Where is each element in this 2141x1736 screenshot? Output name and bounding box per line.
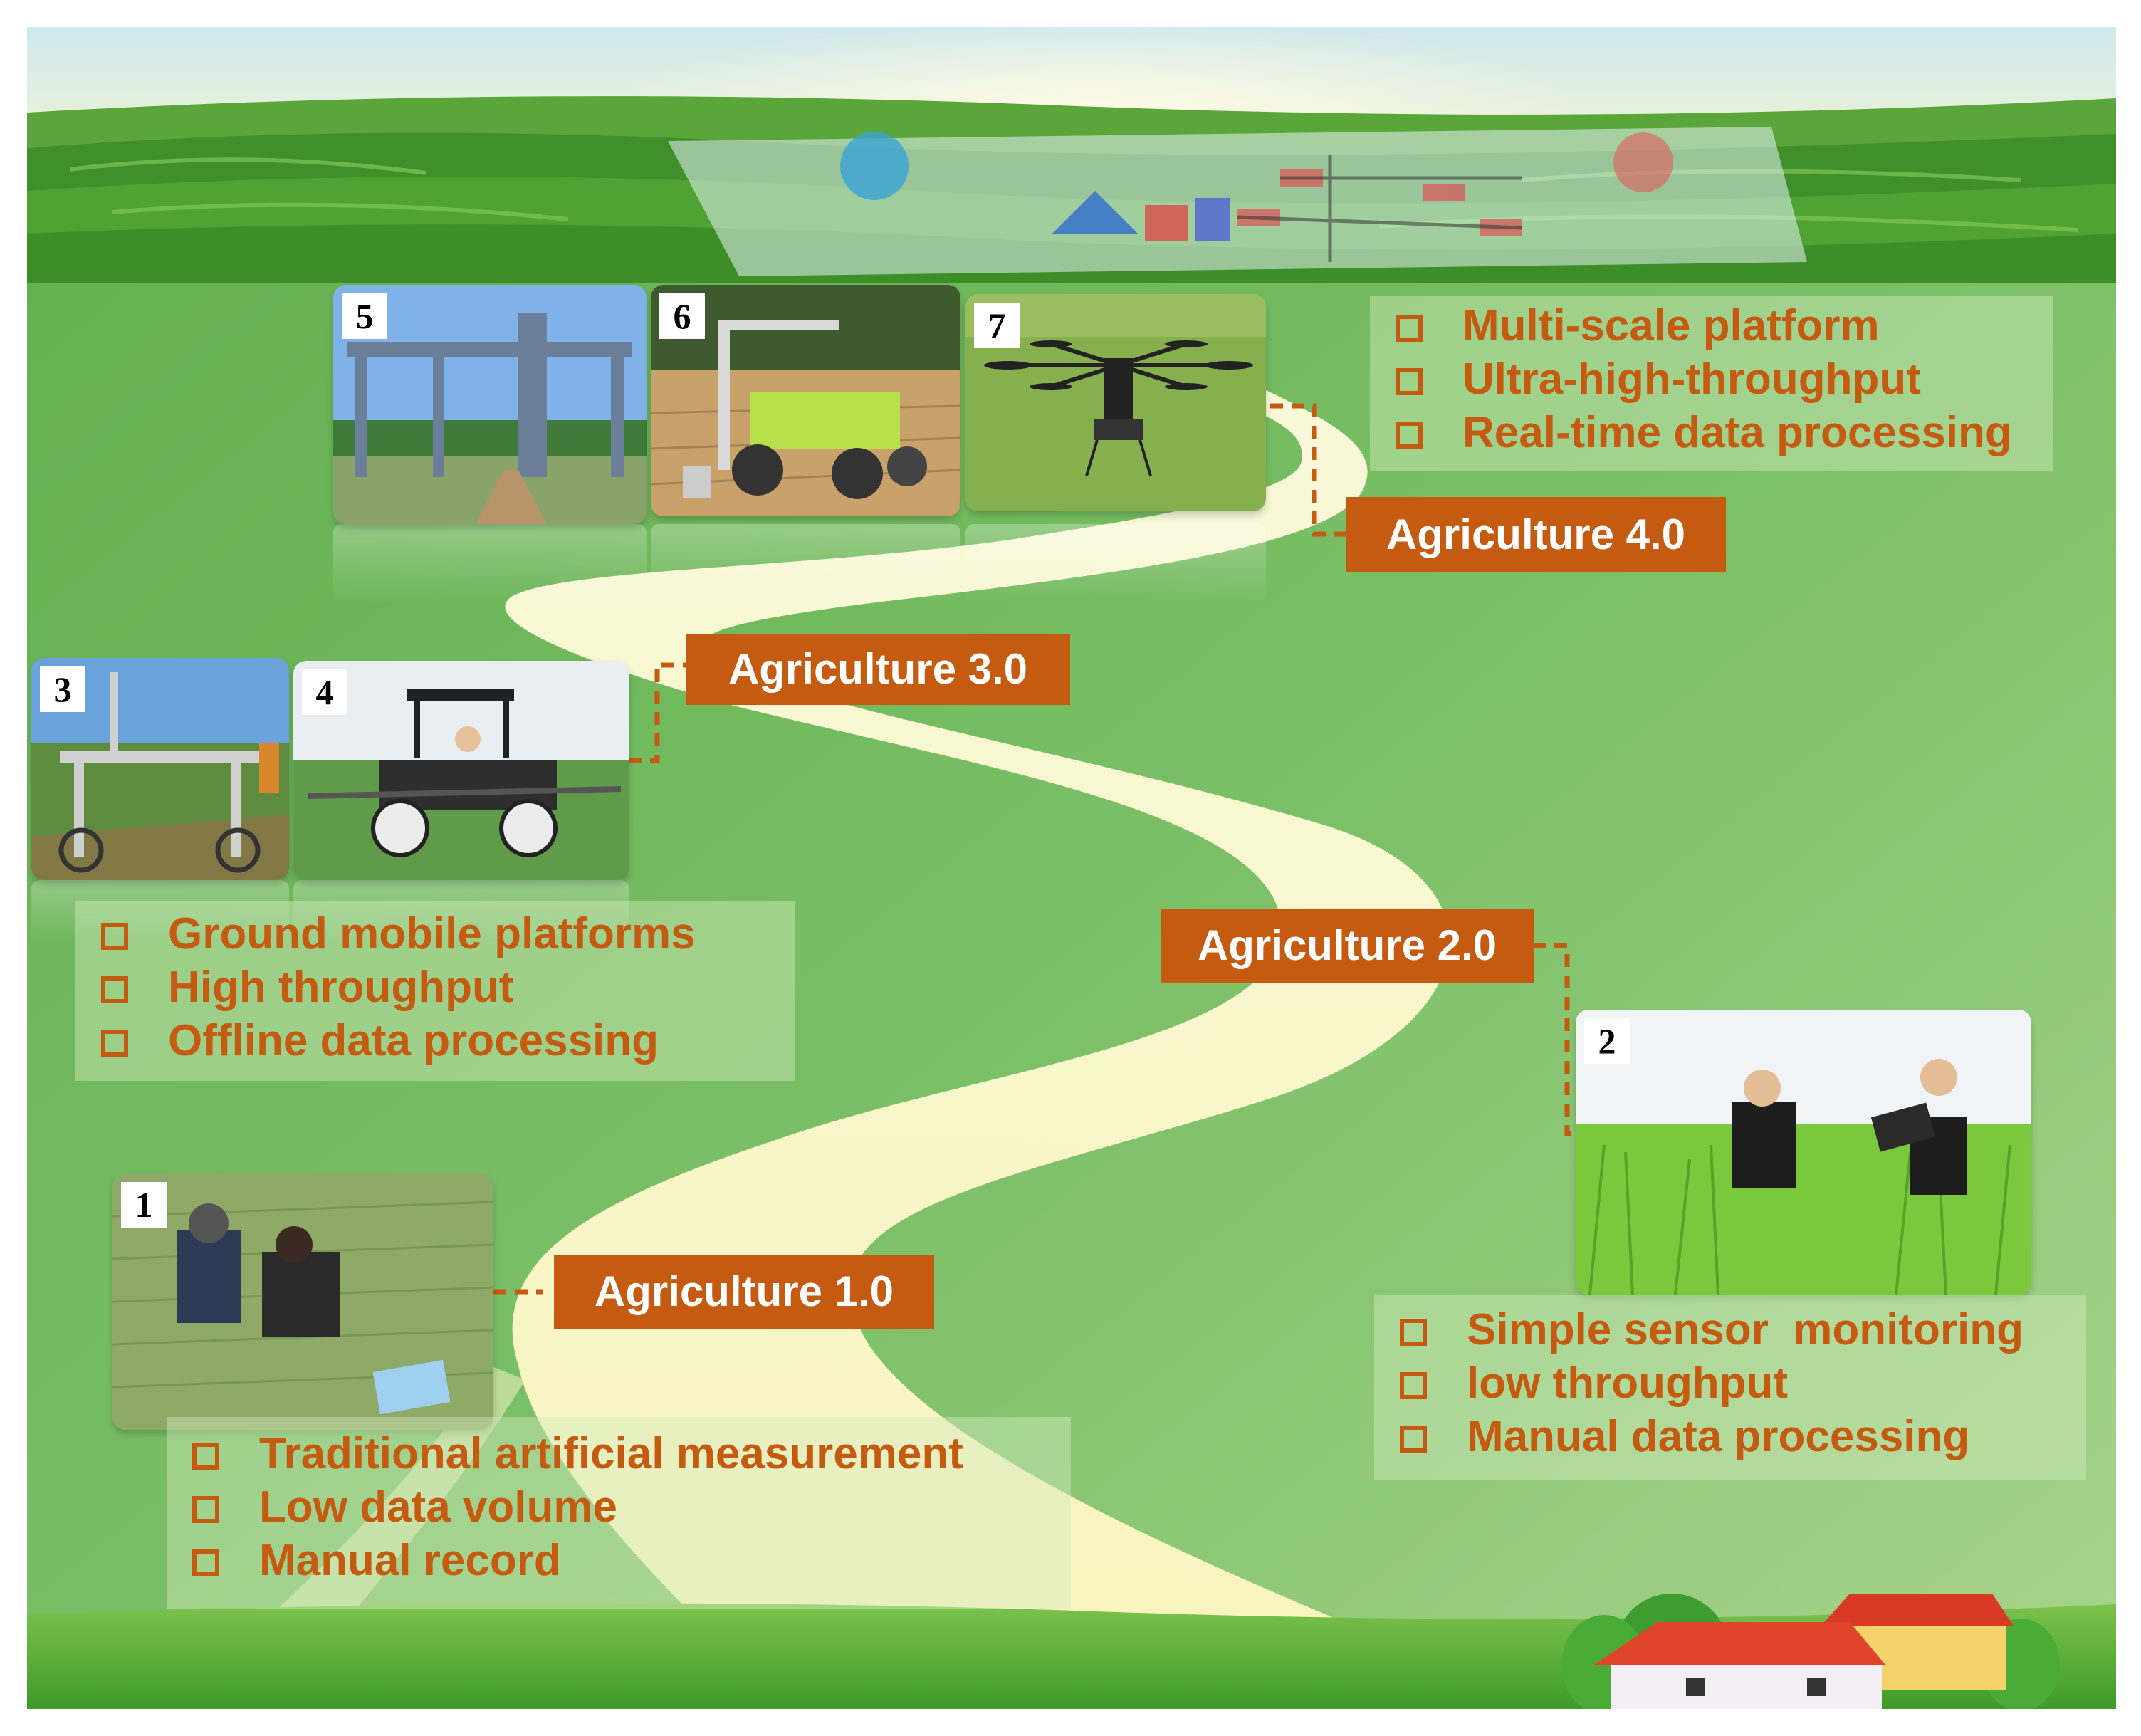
feature-item: Ground mobile platforms — [75, 907, 795, 961]
photo-sensor-monitoring: 2 — [1576, 1010, 2031, 1295]
features-panel-agriculture-2: Simple sensor monitoring low throughput … — [1374, 1295, 2086, 1480]
photo-drone: 7 — [965, 294, 1266, 511]
features-panel-agriculture-3: Ground mobile platforms High throughput … — [75, 901, 795, 1081]
photo-number: 5 — [342, 293, 387, 339]
feature-text: Manual record — [259, 1536, 561, 1585]
features-panel-agriculture-4: Multi-scale platform Ultra-high-throughp… — [1370, 296, 2053, 471]
feature-item: Manual data processing — [1374, 1410, 2086, 1463]
checkbox-icon — [1396, 315, 1423, 342]
photo-reflection — [293, 880, 629, 944]
photo-manual-measurement: 1 — [112, 1173, 493, 1430]
feature-item: Traditional artificial measurement — [167, 1427, 1071, 1480]
feature-text: Real-time data processing — [1462, 408, 2012, 457]
feature-text: Traditional artificial measurement — [259, 1429, 963, 1478]
photo-number: 1 — [121, 1182, 167, 1228]
feature-text: Multi-scale platform — [1462, 301, 1880, 350]
checkbox-icon — [101, 976, 128, 1003]
photo-phenotyping-rig: 3 — [31, 658, 289, 880]
photo-reflection — [333, 524, 647, 602]
checkbox-icon — [1396, 422, 1423, 449]
checkbox-icon — [1400, 1319, 1427, 1346]
photo-number: 2 — [1584, 1018, 1630, 1064]
photo-field-tractor: 4 — [293, 661, 629, 880]
photo-reflection — [31, 880, 289, 944]
feature-text: low throughput — [1467, 1359, 1789, 1408]
checkbox-icon — [101, 1030, 128, 1057]
checkbox-icon — [101, 923, 128, 950]
feature-item: Real-time data processing — [1370, 406, 2053, 459]
photo-reflection — [651, 524, 960, 602]
features-panel-agriculture-1: Traditional artificial measurement Low d… — [167, 1417, 1071, 1609]
checkbox-icon — [192, 1496, 219, 1523]
checkbox-icon — [192, 1443, 219, 1470]
photo-reflection — [965, 524, 1266, 602]
feature-item: Low data volume — [167, 1480, 1071, 1534]
diagram-frame: 5 6 7 — [27, 27, 2116, 1709]
stage-label-agriculture-2: Agriculture 2.0 — [1161, 909, 1534, 983]
feature-text: High throughput — [168, 963, 514, 1012]
checkbox-icon — [1400, 1372, 1427, 1399]
feature-item: Ultra-high-throughput — [1370, 352, 2053, 406]
stage-label-agriculture-4: Agriculture 4.0 — [1346, 497, 1726, 572]
photo-number: 6 — [659, 293, 705, 339]
feature-text: Ultra-high-throughput — [1462, 355, 1921, 404]
photo-number: 4 — [302, 669, 347, 715]
checkbox-icon — [1396, 368, 1423, 395]
stage-label-agriculture-1: Agriculture 1.0 — [554, 1255, 934, 1329]
feature-text: Simple sensor monitoring — [1467, 1305, 2024, 1354]
photo-number: 7 — [974, 303, 1020, 348]
feature-text: Ground mobile platforms — [168, 909, 696, 958]
feature-item: Simple sensor monitoring — [1374, 1303, 2086, 1356]
photo-gantry-platform: 5 — [333, 285, 647, 524]
feature-item: Offline data processing — [75, 1014, 795, 1067]
feature-item: High throughput — [75, 961, 795, 1014]
checkbox-icon — [1400, 1426, 1427, 1453]
stage-label-agriculture-3: Agriculture 3.0 — [686, 634, 1070, 705]
checkbox-icon — [192, 1549, 219, 1576]
feature-item: Multi-scale platform — [1370, 299, 2053, 352]
feature-text: Low data volume — [259, 1483, 617, 1532]
feature-text: Offline data processing — [168, 1016, 659, 1065]
feature-item: Manual record — [167, 1534, 1071, 1587]
photo-robot-vehicle: 6 — [651, 285, 960, 516]
photo-number: 3 — [40, 666, 85, 712]
feature-text: Manual data processing — [1467, 1412, 1970, 1461]
feature-item: low throughput — [1374, 1356, 2086, 1410]
farmhouse-illustration — [1593, 1594, 2014, 1709]
